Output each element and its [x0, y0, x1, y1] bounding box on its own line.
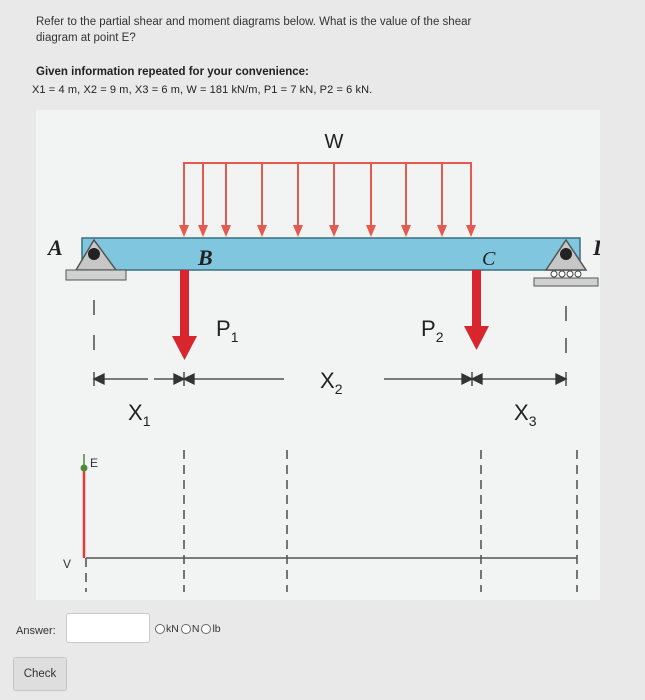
load-label-w: W: [325, 131, 344, 153]
beam: [81, 237, 581, 271]
pin-support-a: [65, 238, 127, 281]
shear-diagram-svg: E V: [63, 450, 578, 592]
point-load-p1: [172, 270, 197, 360]
radio-n[interactable]: [180, 624, 191, 634]
point-d-label: D: [592, 235, 600, 260]
answer-label: Answer:: [16, 625, 56, 637]
v-axis-label: V: [63, 557, 71, 571]
beam-figure: W A: [36, 110, 600, 440]
unit-option-kn[interactable]: kN: [155, 623, 179, 635]
radio-kn[interactable]: [155, 624, 165, 634]
question-line-2: diagram at point E?: [36, 32, 136, 44]
answer-input[interactable]: [66, 613, 150, 643]
unit-n-label: N: [191, 623, 200, 635]
question-line-1: Refer to the partial shear and moment di…: [36, 16, 472, 28]
guide-lines: [85, 450, 578, 592]
shear-diagram: E V: [36, 440, 600, 600]
radio-lb[interactable]: [201, 624, 212, 634]
point-e-label: E: [90, 456, 98, 470]
question-text: Refer to the partial shear and moment di…: [36, 14, 556, 46]
unit-option-n[interactable]: N: [180, 623, 200, 635]
x3-label: X3: [514, 400, 537, 429]
unit-options: kN N lb: [155, 623, 223, 635]
point-a-label: A: [46, 235, 63, 260]
given-values: X1 = 4 m, X2 = 9 m, X3 = 6 m, W = 181 kN…: [32, 84, 373, 96]
x2-label: X2: [320, 368, 343, 397]
dimension-line: [92, 372, 568, 386]
distributed-load: [179, 162, 476, 237]
p1-label: P1: [216, 316, 239, 345]
given-heading: Given information repeated for your conv…: [36, 66, 309, 78]
point-load-p2: [464, 270, 489, 350]
unit-lb-label: lb: [212, 623, 221, 635]
beam-diagram-svg: W A: [46, 131, 600, 429]
check-button[interactable]: Check: [13, 657, 67, 691]
x1-label: X1: [128, 400, 151, 429]
p2-label: P2: [421, 316, 444, 345]
roller-support-d: [533, 238, 599, 287]
unit-kn-label: kN: [166, 623, 179, 635]
point-c-label: C: [482, 248, 496, 270]
dimension-ticks: [93, 300, 567, 353]
point-b-label: B: [197, 245, 213, 270]
unit-option-lb[interactable]: lb: [201, 623, 221, 635]
